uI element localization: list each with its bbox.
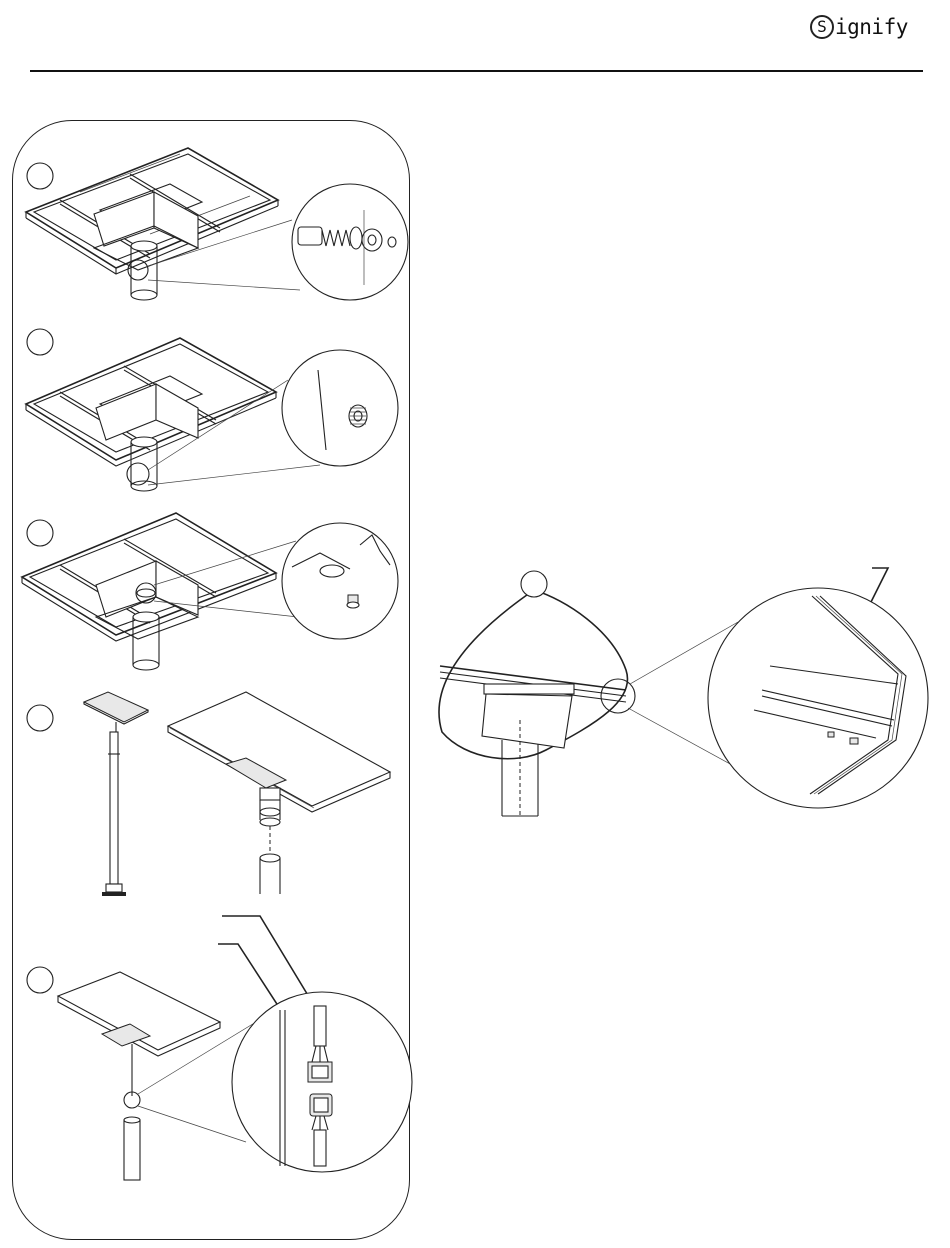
step-5-marker xyxy=(27,967,53,993)
header-divider xyxy=(30,70,923,72)
step-2-marker xyxy=(27,329,53,355)
step-1-figure xyxy=(20,140,410,315)
step-5-figure xyxy=(20,910,410,1190)
step-4-figure xyxy=(20,688,410,898)
step-6-zoom-marker xyxy=(601,679,635,713)
panel-side-view xyxy=(440,666,626,816)
pole xyxy=(127,437,157,491)
pole xyxy=(128,241,157,300)
pole-bracket xyxy=(94,192,198,270)
brand-name: ignify xyxy=(835,15,908,39)
step-3-figure xyxy=(20,505,410,680)
step-1-marker xyxy=(27,163,53,189)
panel-on-pole xyxy=(58,972,220,1180)
step-4-marker xyxy=(27,705,53,731)
mounting-frame xyxy=(26,338,276,466)
step-2-detail-circle xyxy=(282,350,398,466)
small-panel-on-pole xyxy=(84,692,148,896)
step-3-detail-circle xyxy=(282,523,398,639)
step-3-marker xyxy=(27,520,53,546)
step-6-detail-circle xyxy=(708,588,928,808)
signify-logo: S ignify xyxy=(810,10,920,44)
step-6-figure xyxy=(436,560,936,820)
large-panel-on-pole xyxy=(168,692,390,894)
signify-s-circle-icon: S xyxy=(810,15,834,39)
step-2-figure xyxy=(20,320,410,495)
step-6-marker xyxy=(521,571,547,597)
